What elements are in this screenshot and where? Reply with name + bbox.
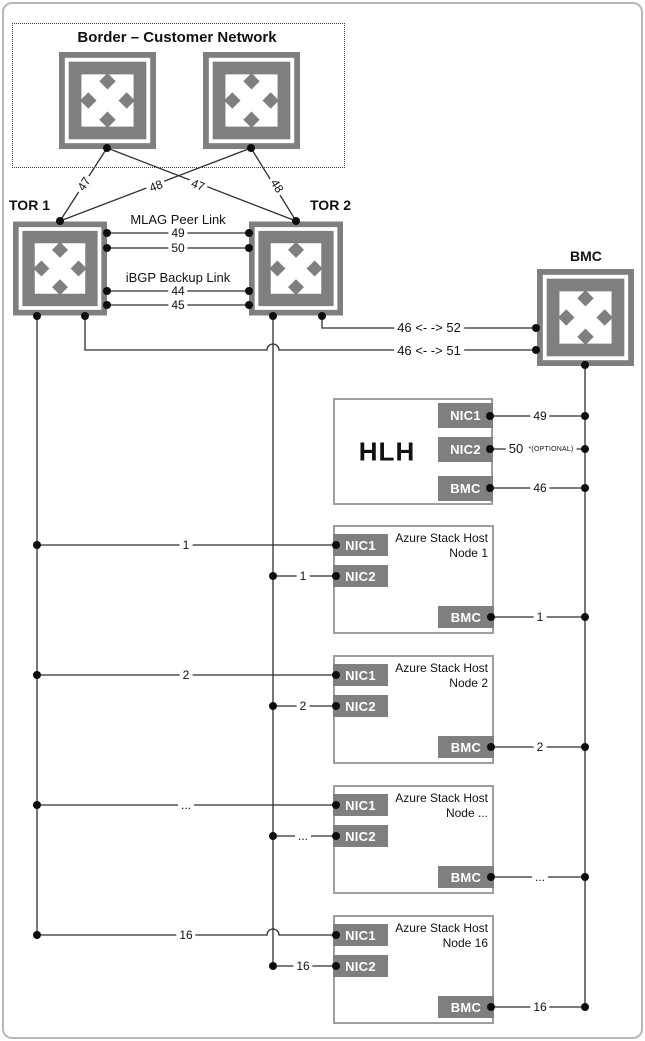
- hlh-nic2-optional-note: *(OPTIONAL): [525, 443, 577, 457]
- node16-nic1-chip: NIC1: [333, 924, 388, 946]
- node1-nic2-chip: NIC2: [333, 565, 388, 587]
- border-switch-2-icon: [203, 52, 300, 149]
- node2-bmc-port: 2: [533, 740, 547, 754]
- node3-title-line1: Azure Stack Host: [395, 791, 488, 805]
- node1-bmc-port: 1: [533, 610, 547, 624]
- node2-nic2-chip: NIC2: [333, 695, 388, 717]
- hlh-nic1-chip: NIC1: [438, 403, 493, 428]
- tor1-switch-icon: [13, 221, 107, 316]
- node16-nic2-port: 16: [293, 959, 313, 973]
- node16-nic1-port: 16: [176, 928, 196, 942]
- hlh-nic2-port: 50: [505, 442, 527, 456]
- node1-nic1-chip: NIC1: [333, 534, 388, 556]
- node3-nic1-chip: NIC1: [333, 794, 388, 816]
- mlag-peer-link-label: MLAG Peer Link: [127, 213, 229, 227]
- mlag-port-50: 50: [168, 241, 188, 255]
- node1-bmc-chip: BMC: [438, 606, 494, 628]
- node3-nic1-port: ...: [177, 798, 195, 812]
- hlh-title: HLH: [358, 436, 416, 467]
- node16-nic2-chip: NIC2: [333, 955, 388, 977]
- bmc-label: BMC: [570, 248, 602, 264]
- node16-title-line2: Node 16: [442, 936, 488, 950]
- hlh-bmc-port: 46: [530, 481, 550, 495]
- ibgp-port-44: 44: [168, 284, 188, 298]
- node2-title: Azure Stack Host Node 2: [383, 661, 488, 691]
- border-network-box: [12, 23, 345, 168]
- node16-bmc-port: 16: [530, 1000, 550, 1014]
- ibgp-backup-link-label: iBGP Backup Link: [122, 271, 234, 285]
- ibgp-port-45: 45: [168, 298, 188, 312]
- tor2-bmc-ports-label: 46 <- -> 52: [394, 321, 464, 335]
- hlh-bmc-chip: BMC: [438, 476, 493, 501]
- node16-title: Azure Stack Host Node 16: [383, 921, 488, 951]
- node1-nic1-port: 1: [179, 538, 193, 552]
- hlh-nic2-chip: NIC2: [438, 437, 493, 462]
- hlh-nic1-port: 49: [530, 409, 550, 423]
- node1-title: Azure Stack Host Node 1: [383, 531, 488, 561]
- node2-nic1-port: 2: [179, 668, 193, 682]
- node3-nic2-port: ...: [294, 829, 312, 843]
- node2-title-line1: Azure Stack Host: [395, 661, 488, 675]
- node16-title-line1: Azure Stack Host: [395, 921, 488, 935]
- tor2-label: TOR 2: [310, 197, 351, 213]
- node2-nic1-chip: NIC1: [333, 664, 388, 686]
- node1-nic2-port: 1: [296, 569, 310, 583]
- node3-title: Azure Stack Host Node ...: [383, 791, 488, 821]
- node2-title-line2: Node 2: [449, 676, 488, 690]
- node1-title-line1: Azure Stack Host: [395, 531, 488, 545]
- node3-bmc-port: ...: [531, 870, 549, 884]
- node1-title-line2: Node 1: [449, 546, 488, 560]
- tor2-switch-icon: [249, 221, 343, 316]
- mlag-port-49: 49: [168, 226, 188, 240]
- node2-nic2-port: 2: [296, 699, 310, 713]
- node3-nic2-chip: NIC2: [333, 825, 388, 847]
- border-switch-1-icon: [59, 52, 156, 149]
- bmc-switch-icon: [537, 269, 634, 366]
- tor1-label: TOR 1: [9, 197, 50, 213]
- node2-bmc-chip: BMC: [438, 736, 494, 758]
- tor1-bmc-ports-label: 46 <- -> 51: [394, 344, 464, 358]
- node16-bmc-chip: BMC: [438, 996, 494, 1018]
- node3-bmc-chip: BMC: [438, 866, 494, 888]
- node3-title-line2: Node ...: [445, 806, 488, 820]
- border-network-title: Border – Customer Network: [74, 30, 280, 45]
